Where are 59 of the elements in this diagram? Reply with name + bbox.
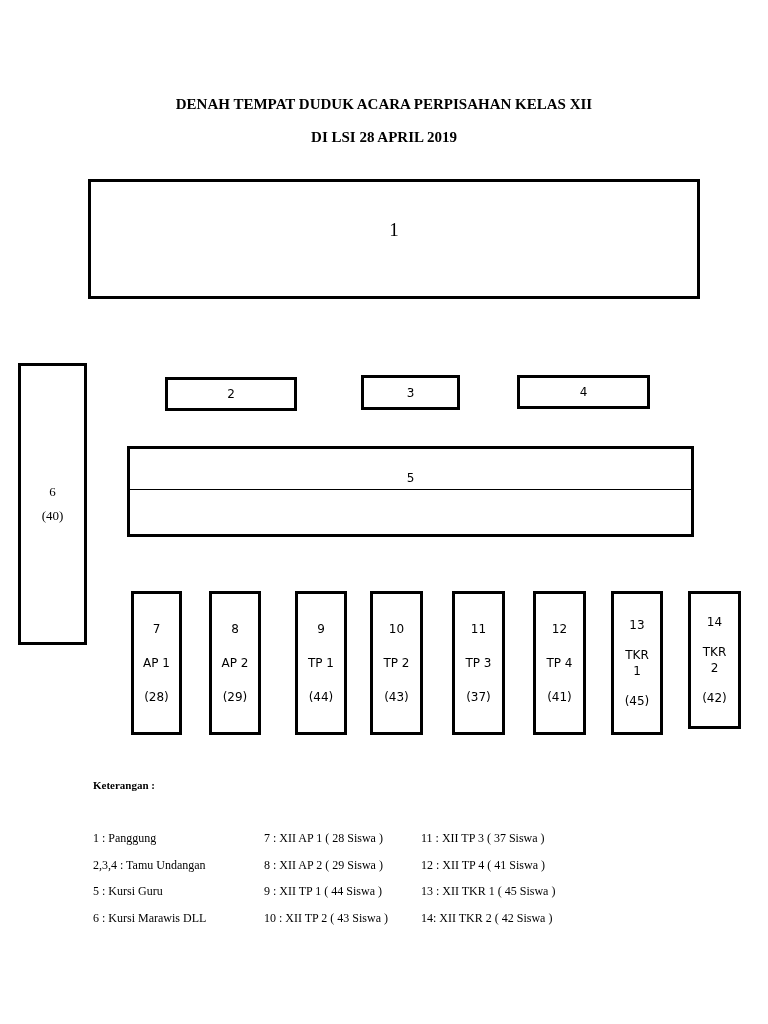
box-label: 12 <box>551 621 568 637</box>
box-label: TKR 2 <box>701 644 728 676</box>
box-label: TP 3 <box>465 655 492 671</box>
box-label: 1 <box>389 222 399 238</box>
table-box <box>370 591 423 735</box>
title: DENAH TEMPAT DUDUK ACARA PERPISAHAN KELAS XII DI LSI 28 APRIL 2019 <box>174 95 594 147</box>
box-label: 14 <box>705 614 724 630</box>
table-box <box>165 377 297 411</box>
legend-entry: 9 : XII TP 1 ( 44 Siswa ) <box>264 884 382 899</box>
legend-entry: 8 : XII AP 2 ( 29 Siswa ) <box>264 857 383 873</box>
box-label: 5 <box>406 469 415 486</box>
legend-entry: 7 : XII AP 1 ( 28 Siswa ) <box>264 831 383 846</box>
box-label: (41) <box>547 689 572 705</box>
legend-entry: 1 : Panggung <box>93 831 157 846</box>
table-box <box>452 591 505 735</box>
box-label: (43) <box>384 689 409 705</box>
box-label: (42) <box>701 690 728 706</box>
box-label: (37) <box>466 689 491 705</box>
box-label: TP 4 <box>546 655 573 671</box>
box-label: TP 2 <box>383 655 410 671</box>
box-label: TP 1 <box>308 655 334 671</box>
box-label: 3 <box>406 384 415 401</box>
legend-entry: 10 : XII TP 2 ( 43 Siswa ) <box>264 910 388 926</box>
table-box <box>295 591 347 735</box>
box-label: (40) <box>41 508 64 524</box>
legend-entry: 12 : XII TP 4 ( 41 Siswa ) <box>421 857 545 873</box>
box-label: 8 <box>231 621 239 637</box>
box-label: 7 <box>152 621 161 637</box>
table-box <box>361 375 460 410</box>
box-label: 11 <box>470 621 487 637</box>
box-label: 6 <box>49 484 56 500</box>
table-box <box>688 591 741 729</box>
table-box <box>18 363 87 645</box>
box-label: TKR 1 <box>624 647 650 679</box>
box-label: 4 <box>579 384 588 400</box>
box-label: 13 <box>628 617 646 633</box>
box-label: AP 2 <box>221 655 249 671</box>
box-label: (29) <box>222 689 248 705</box>
table-box <box>131 591 182 735</box>
legend-entry: 2,3,4 : Tamu Undangan <box>93 857 206 873</box>
box-label: AP 1 <box>143 655 170 671</box>
legend-heading: Keterangan : <box>93 779 155 791</box>
box-label: (45) <box>623 693 651 709</box>
legend-entry: 11 : XII TP 3 ( 37 Siswa ) <box>421 831 545 846</box>
legend-entry: 13 : XII TKR 1 ( 45 Siswa ) <box>421 884 556 899</box>
table-box <box>127 446 694 537</box>
legend-entry: 6 : Kursi Marawis DLL <box>93 910 207 926</box>
table-box <box>533 591 586 735</box>
box-label: 9 <box>317 621 325 637</box>
box-label: 2 <box>227 386 235 402</box>
legend-entry: 14: XII TKR 2 ( 42 Siswa ) <box>421 910 553 926</box>
box-label: (28) <box>144 689 169 705</box>
table-box <box>611 591 663 735</box>
table-box <box>517 375 650 409</box>
legend-entry: 5 : Kursi Guru <box>93 884 163 899</box>
table-box <box>88 179 700 299</box>
table-box <box>209 591 261 735</box>
box-label: 10 <box>388 621 405 637</box>
box-label: (44) <box>308 689 334 705</box>
